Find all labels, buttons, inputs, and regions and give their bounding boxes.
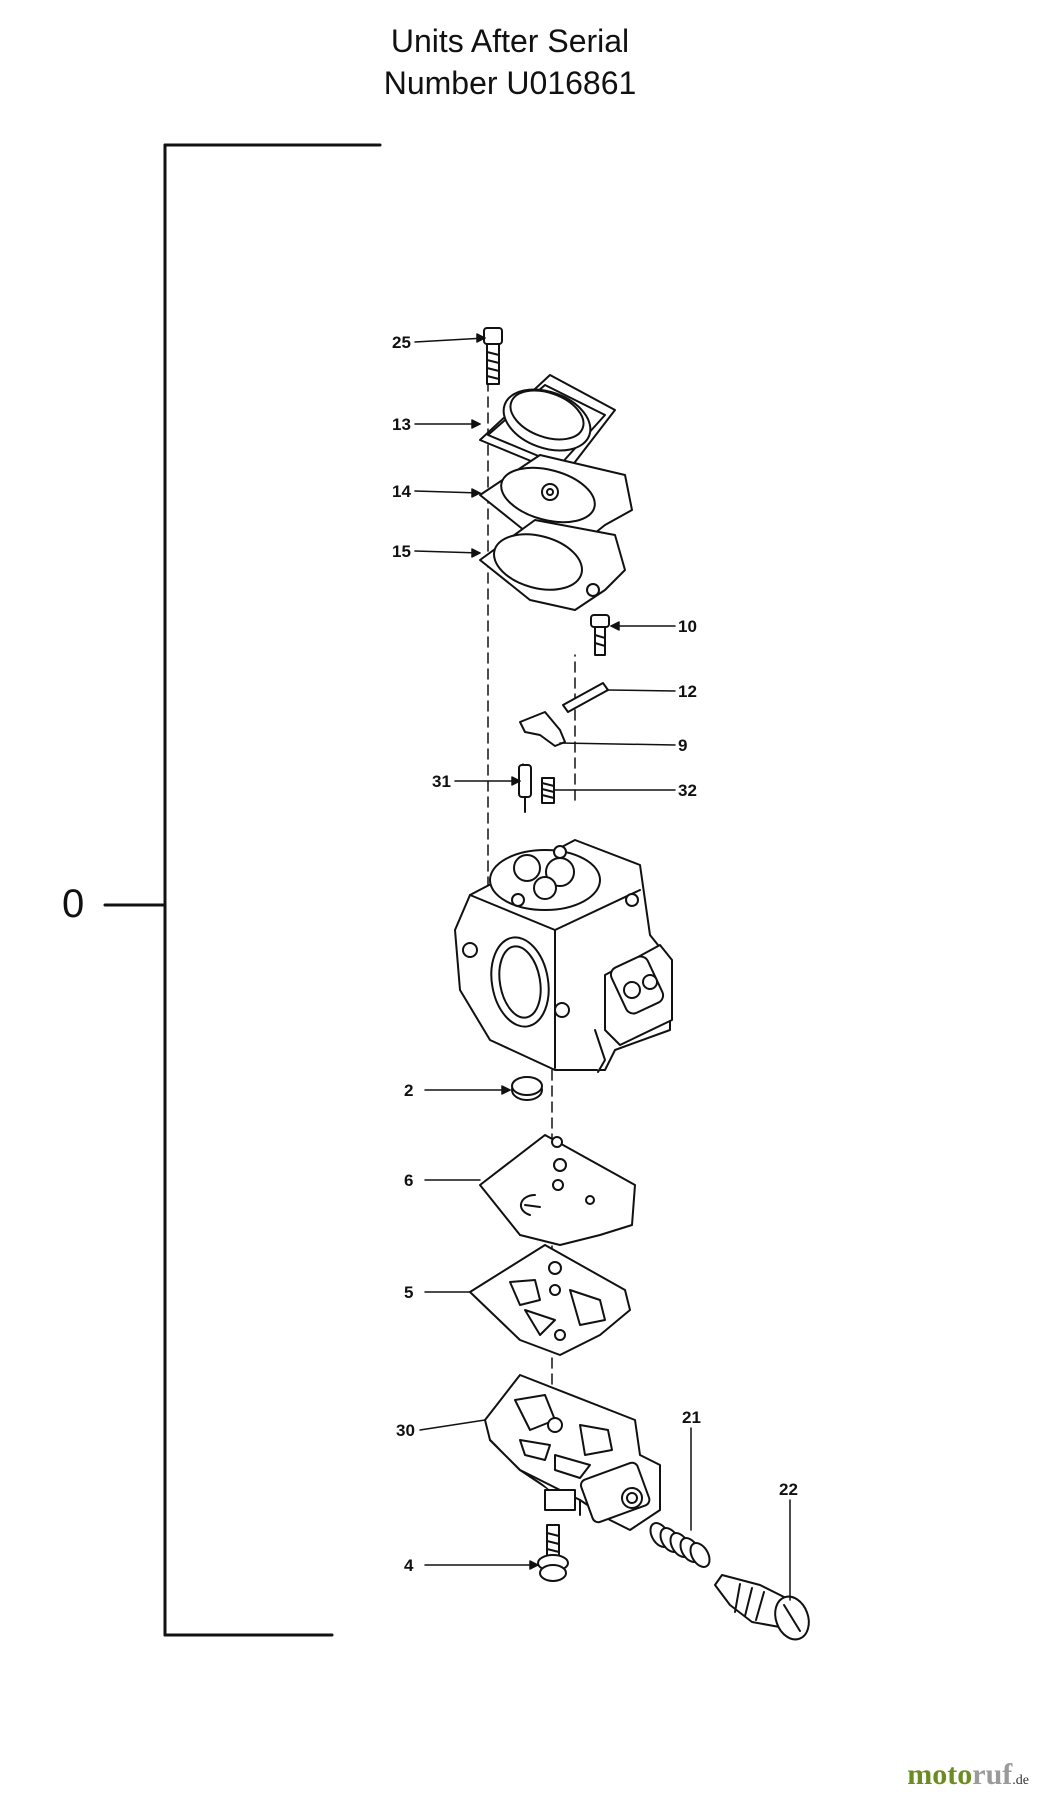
watermark-domain: .de: [1012, 1773, 1029, 1788]
carburetor-body: [454, 839, 673, 1073]
screw-part-10: [590, 614, 610, 656]
assembly-bracket-label: 0: [62, 882, 85, 926]
leader-arrowheads: [471, 333, 620, 1570]
callout-6: 6: [404, 1171, 413, 1190]
screw-part-4: [537, 1524, 569, 1582]
callout-25: 25: [392, 333, 411, 352]
callout-10: 10: [678, 617, 697, 636]
callout-13: 13: [392, 415, 411, 434]
assembly-bracket: [103, 143, 382, 1637]
callout-30: 30: [396, 1421, 415, 1440]
callout-14: 14: [392, 482, 411, 501]
adjusting-screw-part-22: [714, 1574, 810, 1641]
lever-part-9: [519, 711, 566, 747]
callout-32: 32: [678, 781, 697, 800]
callout-31: 31: [432, 772, 451, 791]
callout-21: 21: [682, 1408, 701, 1427]
callout-9: 9: [678, 736, 687, 755]
watermark-part-2: ruf: [972, 1758, 1013, 1791]
spring-part-32: [541, 777, 555, 804]
callout-4: 4: [404, 1556, 414, 1575]
welch-plug-part-2: [511, 1076, 543, 1101]
pump-body-part-30: [484, 1374, 661, 1531]
diagram-title: Units After Serial Number U016861: [300, 20, 720, 104]
callout-15: 15: [392, 542, 411, 561]
diaphragm-part-14: [479, 454, 633, 546]
title-line-1: Units After Serial: [390, 23, 630, 59]
screw-part-25: [483, 327, 503, 385]
metering-plate-part-6: [479, 1134, 636, 1246]
gasket-part-15: [479, 519, 626, 611]
leader-lines: [414, 337, 791, 1601]
needle-valve-part-31: [518, 764, 532, 813]
callout-labels: 25 13 14 15 10 12 9 31 32 2 6 5 30 21 22…: [392, 333, 798, 1575]
title-line-2: Number U016861: [383, 65, 637, 101]
callout-12: 12: [678, 682, 697, 701]
callout-5: 5: [404, 1283, 413, 1302]
pin-part-12: [562, 682, 609, 713]
site-watermark-logo: motoruf.de: [907, 1758, 1029, 1792]
callout-22: 22: [779, 1480, 798, 1499]
gasket-part-5: [469, 1244, 631, 1356]
spring-part-21: [649, 1522, 711, 1568]
watermark-part-1: moto: [907, 1758, 973, 1791]
callout-2: 2: [404, 1081, 413, 1100]
